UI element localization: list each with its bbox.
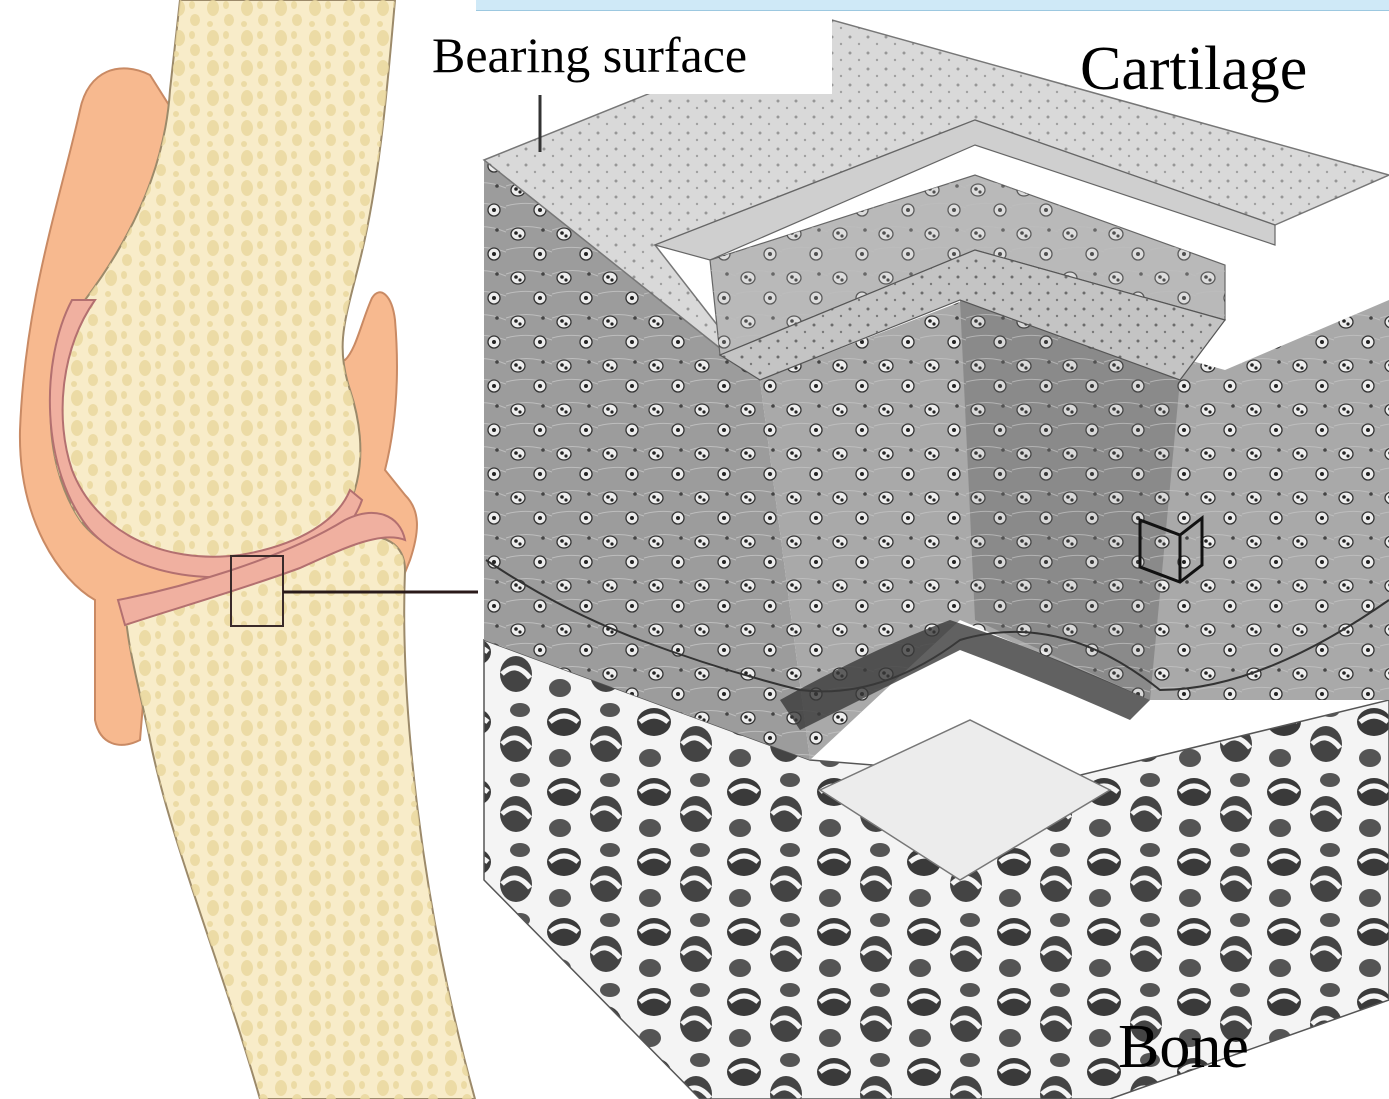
cartilage-label: Cartilage <box>1080 38 1307 100</box>
bone-label: Bone <box>1118 1016 1249 1078</box>
bearing-surface-label: Bearing surface <box>432 30 747 80</box>
cartilage-section-block <box>484 20 1389 1099</box>
knee-joint-illustration <box>20 0 478 1099</box>
top-accent-bar <box>476 0 1389 11</box>
trabecular-bone <box>484 640 1389 1099</box>
